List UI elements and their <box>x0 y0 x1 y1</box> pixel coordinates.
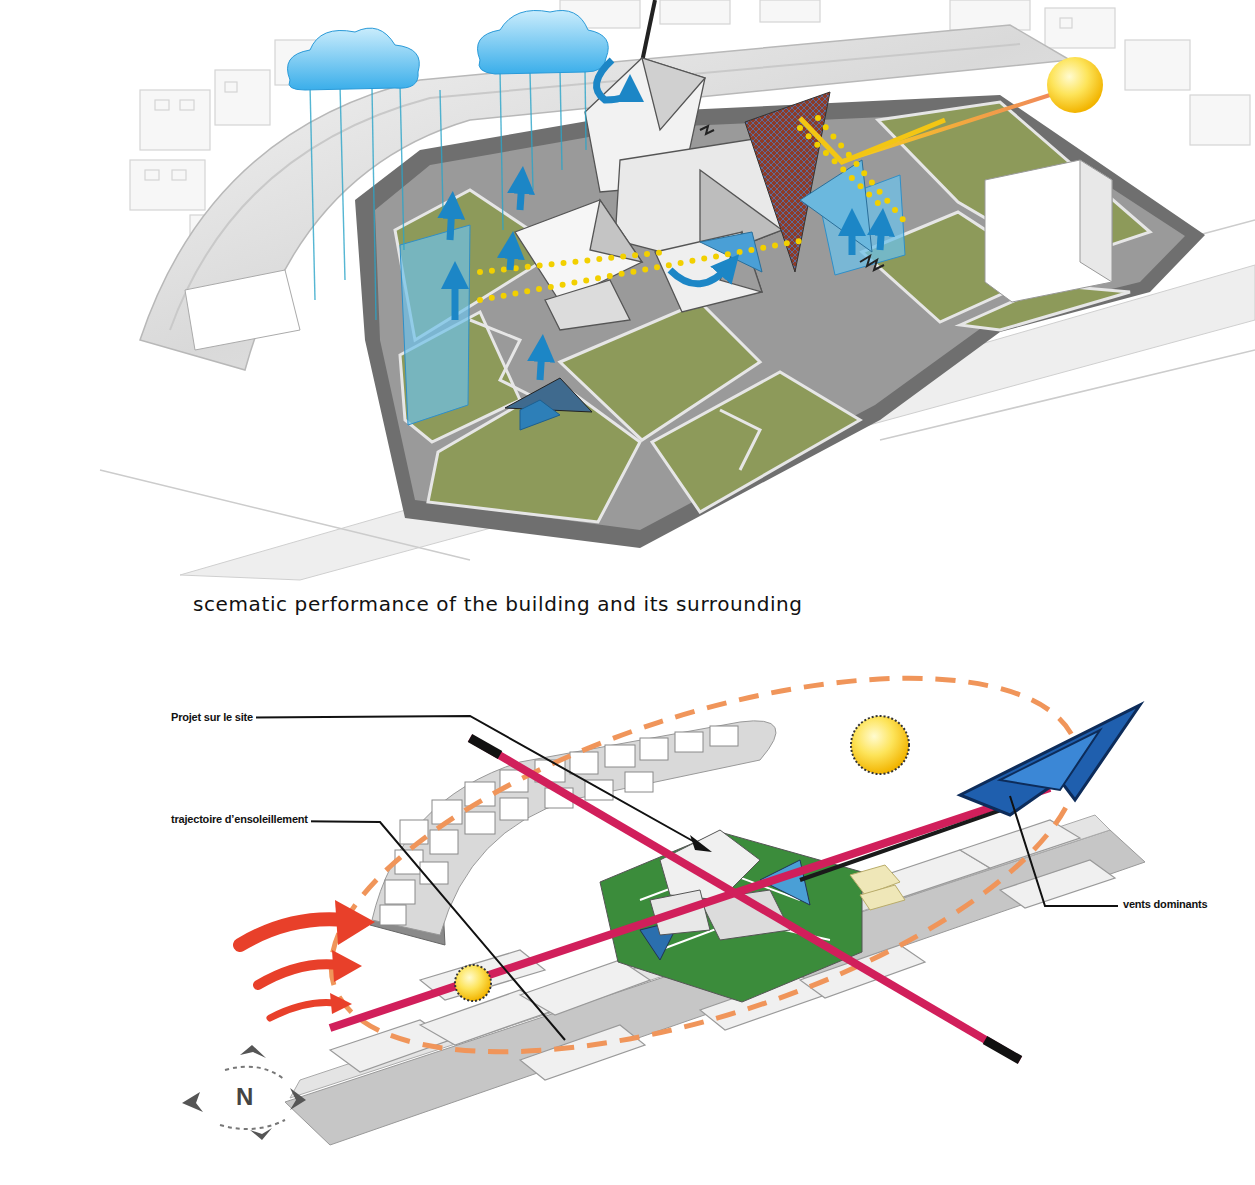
compass-letter: N <box>236 1083 253 1112</box>
callout-label: trajectoire d’ensoleillement <box>168 813 311 826</box>
callout-label: vents dominants <box>1120 898 1210 911</box>
caption-text: scematic performance of the building and… <box>193 592 803 616</box>
callout-label: Projet sur le site <box>168 711 256 724</box>
